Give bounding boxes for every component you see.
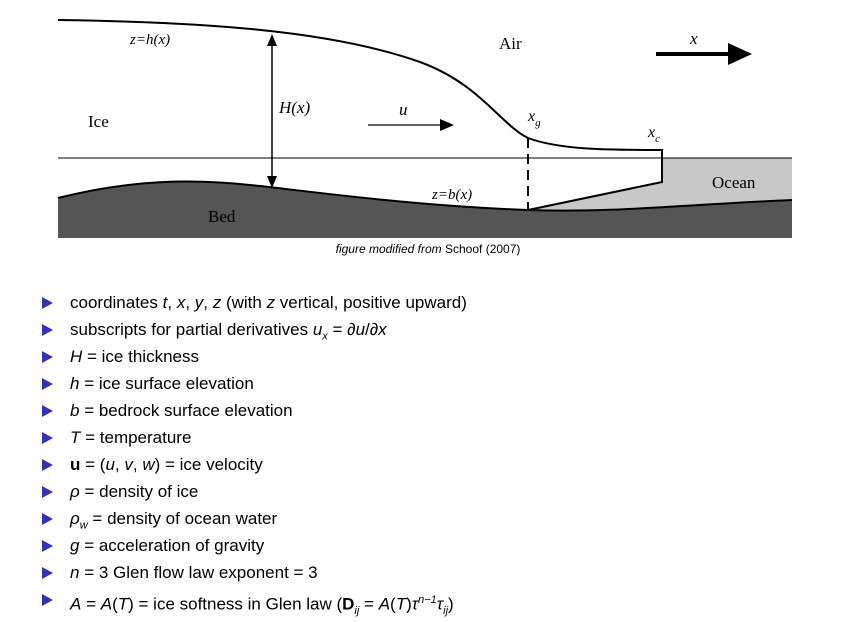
thickness-arrow-bottom-head [267, 176, 277, 188]
x-axis-label: x [689, 29, 698, 48]
list-item: b = bedrock surface elevation [42, 400, 467, 427]
thickness-arrow-top-head [267, 34, 277, 46]
ice-surface-line [57, 19, 663, 211]
list-item: n = 3 Glen flow law exponent = 3 [42, 562, 467, 589]
bullet-triangle-icon [42, 297, 53, 309]
bullet-triangle-icon [42, 432, 53, 444]
list-item: ρw = density of ocean water [42, 508, 467, 535]
bedrock-label: z=b(x) [431, 187, 472, 203]
list-item: u = (u, v, w) = ice velocity [42, 454, 467, 481]
list-item: ρ = density of ice [42, 481, 467, 508]
thickness-label: H(x) [278, 98, 310, 117]
grounding-line-label: xg [527, 108, 541, 129]
list-item: subscripts for partial derivatives ux = … [42, 319, 467, 346]
list-item: h = ice surface elevation [42, 373, 467, 400]
bullet-triangle-icon [42, 486, 53, 498]
bullet-triangle-icon [42, 351, 53, 363]
list-item: coordinates t, x, y, z (with z vertical,… [42, 292, 467, 319]
ice-sheet-diagram: z=h(x) Air x H(x) Ice u xg xc Ocean z=b(… [57, 19, 793, 238]
ocean-label: Ocean [712, 173, 756, 192]
calving-front-label: xc [647, 124, 660, 145]
figure-caption: figure modified from Schoof (2007) [0, 242, 856, 256]
variable-list: coordinates t, x, y, z (with z vertical,… [42, 292, 467, 617]
bed-region [58, 181, 792, 238]
bullet-triangle-icon [42, 324, 53, 336]
bullet-triangle-icon [42, 540, 53, 552]
bullet-triangle-icon [42, 405, 53, 417]
list-item: H = ice thickness [42, 346, 467, 373]
list-item: g = acceleration of gravity [42, 535, 467, 562]
list-item: T = temperature [42, 427, 467, 454]
air-label: Air [499, 34, 522, 53]
surface-label: z=h(x) [129, 32, 170, 48]
ocean-region [528, 158, 792, 211]
caption-source: Schoof (2007) [445, 242, 521, 256]
bullet-triangle-icon [42, 513, 53, 525]
ice-label: Ice [88, 112, 109, 131]
caption-italic: figure modified from [335, 242, 442, 256]
velocity-arrow-head [440, 119, 454, 131]
bullet-triangle-icon [42, 378, 53, 390]
list-item: A = A(T) = ice softness in Glen law (Dij… [42, 589, 467, 617]
bullet-triangle-icon [42, 567, 53, 579]
bed-label: Bed [208, 207, 236, 226]
bullet-triangle-icon [42, 594, 53, 606]
velocity-label: u [399, 100, 408, 119]
x-axis-arrow-head [728, 43, 752, 65]
bullet-triangle-icon [42, 459, 53, 471]
bedrock-surface-line [57, 180, 793, 212]
